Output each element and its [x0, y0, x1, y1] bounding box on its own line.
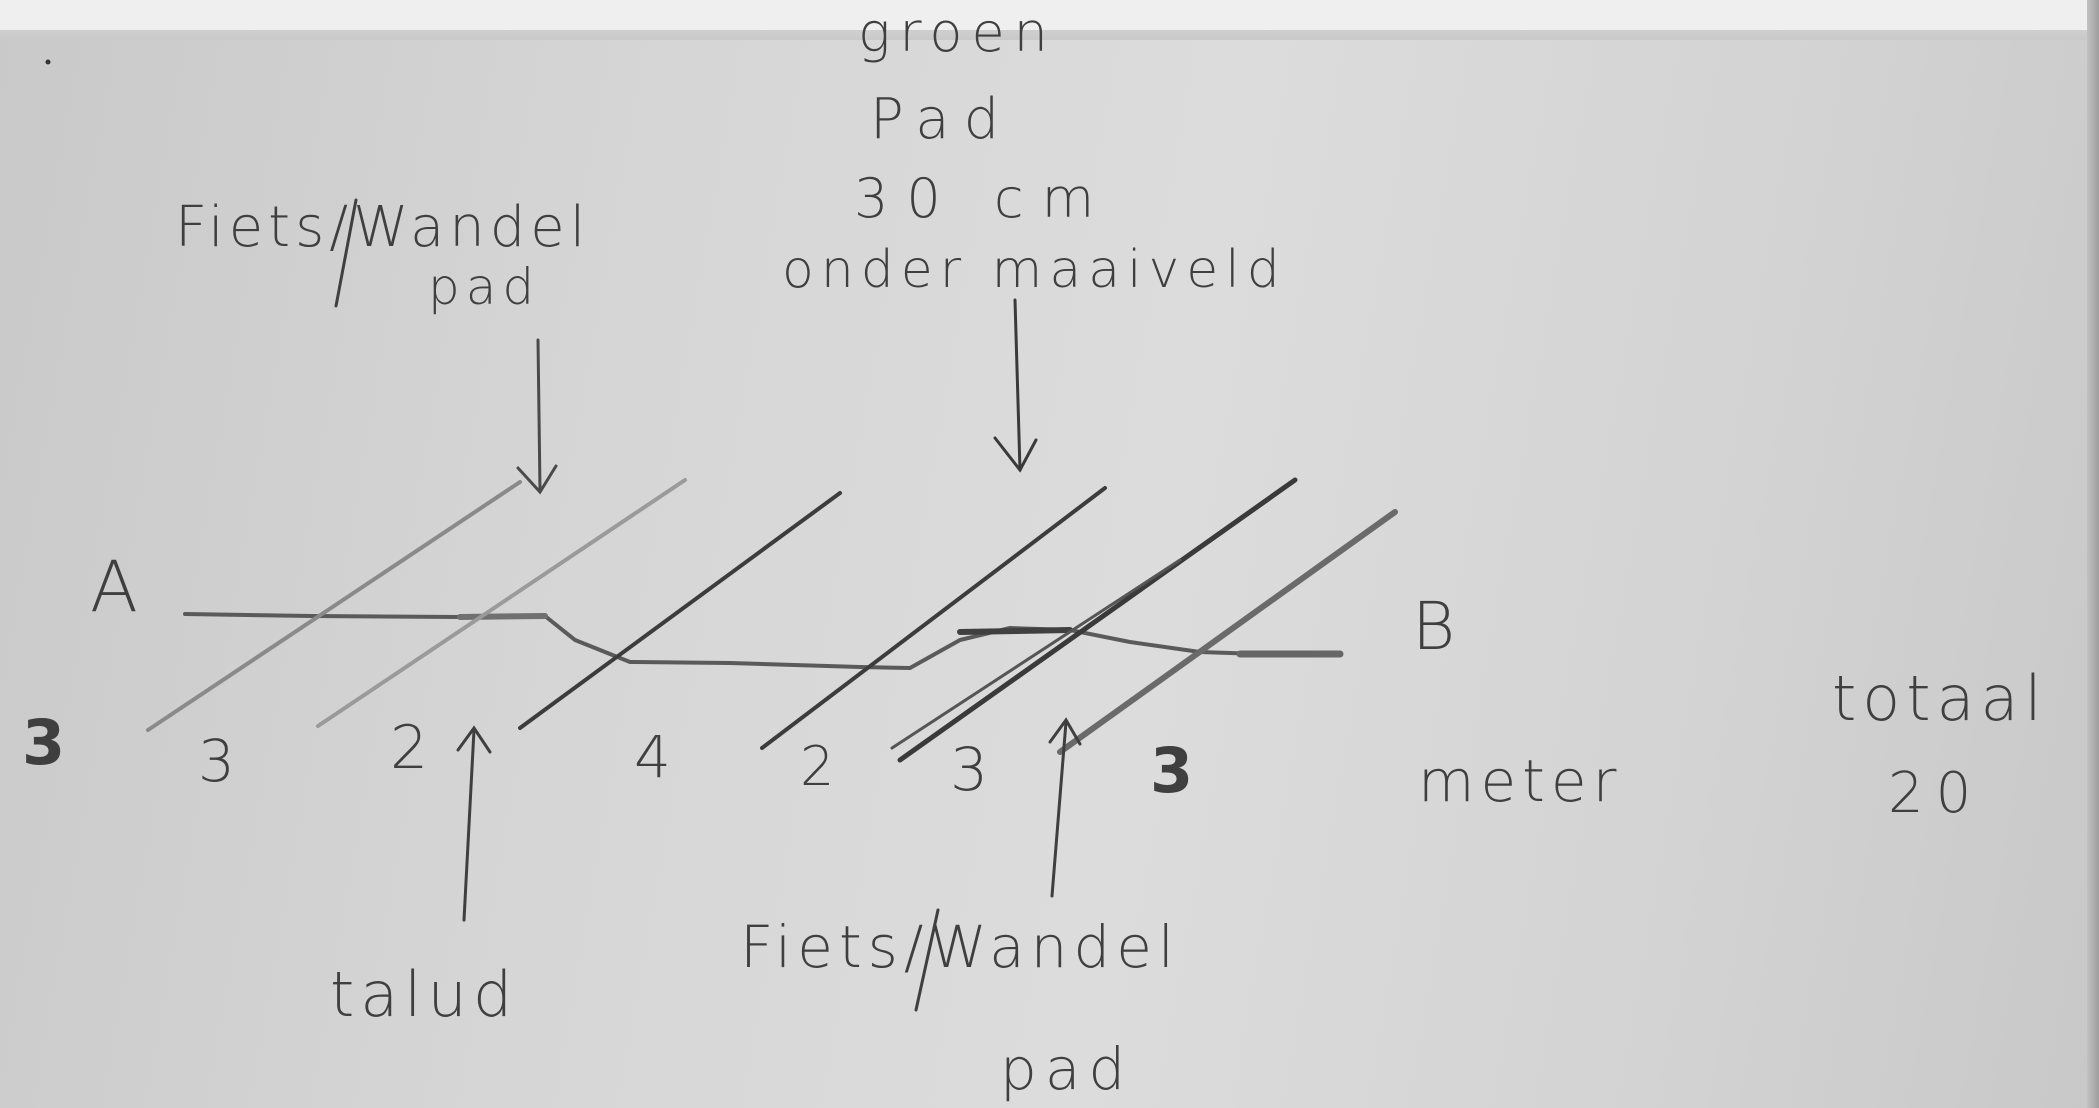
label-pad-top: pad: [428, 258, 541, 316]
path-surface-left: [457, 613, 548, 620]
label-fiets-wandel-top: Fiets/Wandel: [175, 195, 591, 260]
arrow-fiets-top: [516, 338, 558, 495]
perspective-strokes: [146, 477, 1398, 763]
label-groen: groen: [858, 1, 1057, 64]
label-pad-center: Pad: [870, 87, 1014, 152]
paper-top-shadow: [0, 30, 2099, 40]
perspective-stroke: [316, 478, 687, 728]
perspective-stroke: [760, 486, 1107, 750]
segment-width-6: 3: [950, 735, 989, 805]
label-onder-maaiveld: onder maaiveld: [782, 240, 1287, 300]
segment-width-3: 2: [390, 713, 429, 783]
perspective-stroke: [518, 491, 842, 730]
label-point-b: B: [1412, 588, 1456, 665]
arrow-groen-pad: [993, 298, 1038, 473]
pencil-dot: [45, 59, 51, 65]
label-totaal: totaal: [1832, 662, 2048, 735]
slash-mark-top: [334, 198, 358, 308]
perspective-stroke: [1057, 509, 1398, 755]
perspective-stroke: [146, 480, 522, 732]
label-meter: meter: [1418, 747, 1623, 815]
paper-right-shadow: [2087, 0, 2099, 1108]
label-total-value: 20: [1888, 761, 1984, 826]
label-depth: 30 cm: [854, 167, 1113, 230]
segment-width-1: 3: [22, 706, 66, 779]
path-surface-right: [957, 627, 1073, 635]
label-pad-bottom: pad: [1000, 1035, 1134, 1103]
ground-profile-line: [183, 612, 1342, 670]
label-fiets-wandel-bottom: Fiets/Wandel: [740, 913, 1180, 981]
segment-width-5: 2: [800, 735, 835, 798]
label-point-a: A: [90, 546, 138, 628]
paper-top-band: [0, 0, 2099, 34]
segment-width-7: 3: [1150, 734, 1194, 807]
segment-width-4: 4: [634, 723, 671, 791]
label-talud: talud: [330, 958, 519, 1031]
perspective-stroke: [890, 558, 1182, 750]
arrow-talud: [456, 725, 492, 922]
slash-mark-bottom: [914, 908, 940, 1012]
segment-width-2: 3: [198, 727, 235, 795]
perspective-stroke: [897, 477, 1298, 763]
arrow-fiets-bottom: [1048, 717, 1082, 898]
